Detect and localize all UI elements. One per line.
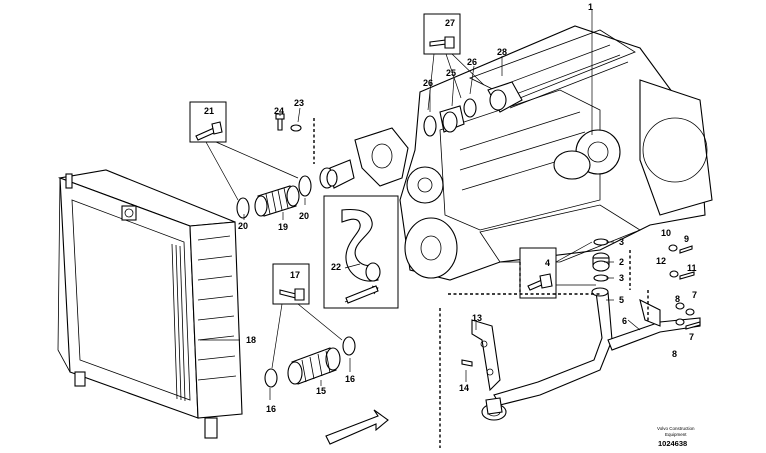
lower-hose-parts (264, 336, 356, 388)
callout-12: 12 (656, 256, 666, 266)
callout-7a: 7 (692, 290, 697, 300)
credit-line-2: Equipment (665, 432, 687, 437)
figure-credit: Volvo Construction Equipment 1024638 (657, 426, 695, 448)
callout-25: 25 (446, 68, 456, 78)
callout-16b: 16 (345, 374, 355, 384)
callout-13: 13 (472, 313, 482, 323)
radiator-illustration (57, 169, 243, 439)
callout-19: 19 (278, 222, 288, 232)
dashed-assembly-lines (313, 118, 649, 448)
callout-8a: 8 (675, 294, 680, 304)
callout-23: 23 (294, 98, 304, 108)
engine-illustration (399, 25, 713, 281)
callout-28: 28 (497, 47, 507, 57)
callout-3a: 3 (619, 237, 624, 247)
detail-box-bolt-4 (519, 241, 596, 299)
callout-7b: 7 (689, 332, 694, 342)
detail-box-bolt-27 (423, 13, 485, 111)
callout-18: 18 (246, 335, 256, 345)
callout-15: 15 (316, 386, 326, 396)
pipe-6 (607, 298, 701, 351)
right-side-hardware (668, 244, 701, 330)
thermostat-housing-parts (423, 81, 523, 137)
bolt-24-washer-23 (275, 113, 302, 132)
callout-5: 5 (619, 295, 624, 305)
washers-and-spacer (592, 238, 610, 282)
callout-14: 14 (459, 383, 469, 393)
callout-22: 22 (331, 262, 341, 272)
coolant-pipe-5 (481, 287, 613, 421)
callout-17: 17 (290, 270, 300, 280)
callout-27: 27 (445, 18, 455, 28)
callout-4: 4 (545, 258, 550, 268)
callout-3b: 3 (619, 273, 624, 283)
callout-8b: 8 (672, 349, 677, 359)
credit-line-1: Volvo Construction (657, 426, 695, 431)
detail-box-upper-hose (323, 195, 399, 309)
callout-24: 24 (274, 106, 284, 116)
callout-11: 11 (687, 263, 697, 273)
leader-lines (200, 10, 641, 400)
callout-6: 6 (622, 316, 627, 326)
callout-20a: 20 (238, 221, 248, 231)
callout-9: 9 (684, 234, 689, 244)
bracket-13 (461, 319, 501, 392)
reference-number: 1024638 (658, 439, 687, 448)
callout-16a: 16 (266, 404, 276, 414)
callout-1: 1 (588, 2, 593, 12)
callout-labels: 1 2 3 3 4 5 6 7 7 8 8 9 10 11 12 13 14 1… (204, 2, 697, 414)
detail-box-bolt-21 (189, 101, 299, 201)
callout-20b: 20 (299, 211, 309, 221)
upper-hose-parts (236, 159, 355, 219)
detail-box-bolt-17 (271, 263, 343, 369)
callout-21: 21 (204, 106, 214, 116)
bracket-plate (354, 127, 409, 187)
callout-10: 10 (661, 228, 671, 238)
callout-26b: 26 (467, 57, 477, 67)
direction-arrow-lower (325, 409, 389, 445)
callout-26a: 26 (423, 78, 433, 88)
callout-2: 2 (619, 257, 624, 267)
